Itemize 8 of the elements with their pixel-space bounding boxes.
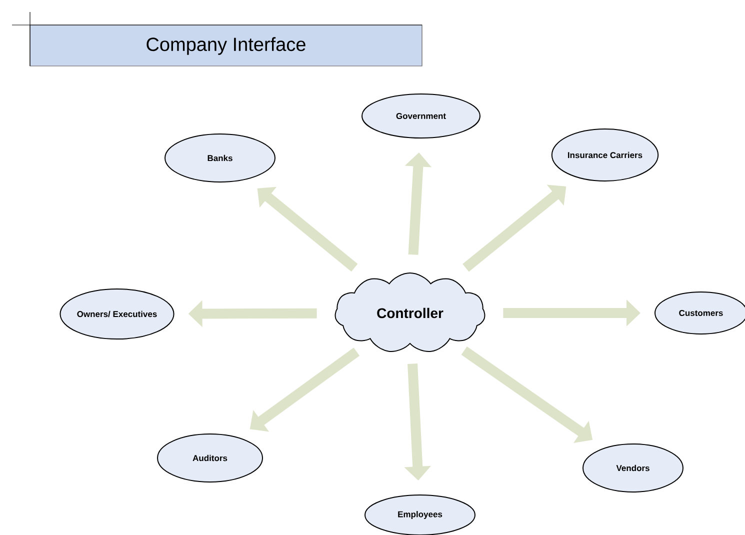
ellipse-node: Vendors bbox=[582, 444, 684, 492]
ellipse-node: Auditors bbox=[157, 434, 263, 482]
ellipse-node: Customers bbox=[654, 292, 745, 334]
title-band: Company Interface bbox=[30, 24, 422, 66]
ellipse-node: Owners/ Executives bbox=[60, 288, 174, 340]
ellipse-node: Government bbox=[362, 94, 480, 138]
ellipse-node: Banks bbox=[164, 134, 276, 182]
ellipse-node: Insurance Carriers bbox=[551, 128, 659, 182]
